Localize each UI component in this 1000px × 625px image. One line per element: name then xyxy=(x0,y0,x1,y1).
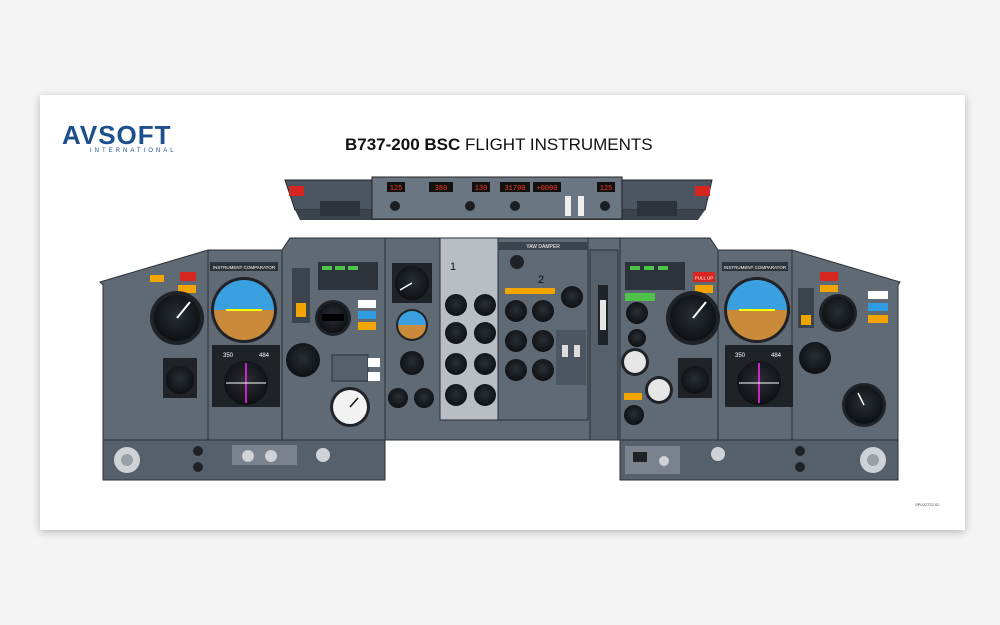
logo-subtitle: INTERNATIONAL xyxy=(90,148,177,154)
glareshield-speed-display: 130 xyxy=(475,185,488,193)
capt-knob-1[interactable] xyxy=(193,446,203,456)
avsoft-logo: AVSOFT INTERNATIONAL xyxy=(62,120,177,154)
engine-gauge-column-4 xyxy=(532,300,554,381)
fo-fire-light[interactable] xyxy=(820,272,838,281)
glareshield-course-display: 380 xyxy=(435,185,448,193)
capt-annunciator-amber[interactable] xyxy=(358,322,376,330)
glareshield-left-display: 125 xyxy=(390,185,403,193)
capt-instrument-comparator-label: INSTRUMENT COMPARATOR xyxy=(213,265,276,270)
fo-instrument-comparator-label: INSTRUMENT COMPARATOR xyxy=(724,265,787,270)
capt-annunciator-white[interactable] xyxy=(358,300,376,308)
yaw-damper-indicator-icon xyxy=(510,255,524,269)
center-toggle-2[interactable] xyxy=(574,345,580,357)
fo-lower-knob[interactable] xyxy=(659,456,669,466)
title-bold: B737-200 BSC xyxy=(345,135,461,154)
glareshield-fire-warning-left[interactable] xyxy=(289,186,304,196)
captain-side: INSTRUMENT COMPARATOR 350 484 xyxy=(114,262,378,473)
fo-annunciator-amber[interactable] xyxy=(868,315,888,323)
glareshield-knob-altitude[interactable] xyxy=(510,201,520,211)
document-id: SPL02722-02 xyxy=(915,502,940,507)
capt-selector-knob-3[interactable] xyxy=(316,448,330,462)
gear-lever[interactable] xyxy=(600,300,606,330)
capt-master-caution[interactable] xyxy=(178,285,196,293)
capt-heading-readout: 350 xyxy=(223,353,234,359)
fo-rmi-icon xyxy=(681,366,709,394)
capt-fire-light[interactable] xyxy=(180,272,196,281)
fo-lower-switch[interactable] xyxy=(633,452,647,462)
engine-gauge-column-3 xyxy=(505,300,527,381)
page-title: B737-200 BSC FLIGHT INSTRUMENTS xyxy=(345,135,653,155)
glareshield-fire-warning-right[interactable] xyxy=(695,186,710,196)
yaw-damper-label: YAW DAMPER xyxy=(526,244,560,250)
fo-clock-icon xyxy=(624,351,646,373)
glareshield-altitude-display: 31700 xyxy=(504,185,525,193)
center-panel: 1 2 xyxy=(368,249,619,441)
engine-2-number: 2 xyxy=(538,274,544,286)
glareshield-right-display: 125 xyxy=(600,185,613,193)
fo-annunciator-blue[interactable] xyxy=(868,303,888,311)
glareshield-knob-speed[interactable] xyxy=(465,201,475,211)
fo-knob-1[interactable] xyxy=(795,446,805,456)
fo-knob-2[interactable] xyxy=(795,462,805,472)
capt-annunciator-blue[interactable] xyxy=(358,311,376,319)
glareshield-knob-left[interactable] xyxy=(390,201,400,211)
glareshield-knob-right[interactable] xyxy=(600,201,610,211)
fo-master-caution[interactable] xyxy=(695,285,713,293)
capt-knob-2[interactable] xyxy=(193,462,203,472)
title-rest: FLIGHT INSTRUMENTS xyxy=(460,135,653,154)
fo-annunciator-white[interactable] xyxy=(868,291,888,299)
fo-vsi-icon xyxy=(799,342,831,374)
capt-distance-readout: 484 xyxy=(259,353,270,359)
fo-caution-light[interactable] xyxy=(820,285,838,292)
capt-selector-knob-2[interactable] xyxy=(265,450,277,462)
logo-wordmark: AVSOFT xyxy=(62,120,172,150)
engine-gauge-column-2 xyxy=(474,294,496,406)
fo-heading-readout: 350 xyxy=(735,353,746,359)
glareshield-vs-display: +0000 xyxy=(536,185,557,193)
fo-standby-gauge-icon xyxy=(648,379,670,401)
standby-altimeter-icon xyxy=(400,351,424,375)
glareshield-panel: 125 380 130 31700 +0000 125 xyxy=(284,176,713,220)
capt-vsi-icon xyxy=(286,343,320,377)
first-officer-side: PULL UP INSTRUMENT COMPARATOR 350 484 xyxy=(621,262,888,474)
capt-rmi-icon xyxy=(166,366,194,394)
center-toggle-1[interactable] xyxy=(562,345,568,357)
engine-gauge-column-1 xyxy=(445,294,467,406)
fo-pull-up-label: PULL UP xyxy=(695,276,714,281)
engine-1-number: 1 xyxy=(450,261,456,273)
fo-selector-knob[interactable] xyxy=(711,447,725,461)
capt-selector-knob-1[interactable] xyxy=(242,450,254,462)
fo-pull-up-light[interactable] xyxy=(693,272,715,282)
fo-distance-readout: 484 xyxy=(771,353,782,359)
capt-caution-light[interactable] xyxy=(150,275,164,282)
